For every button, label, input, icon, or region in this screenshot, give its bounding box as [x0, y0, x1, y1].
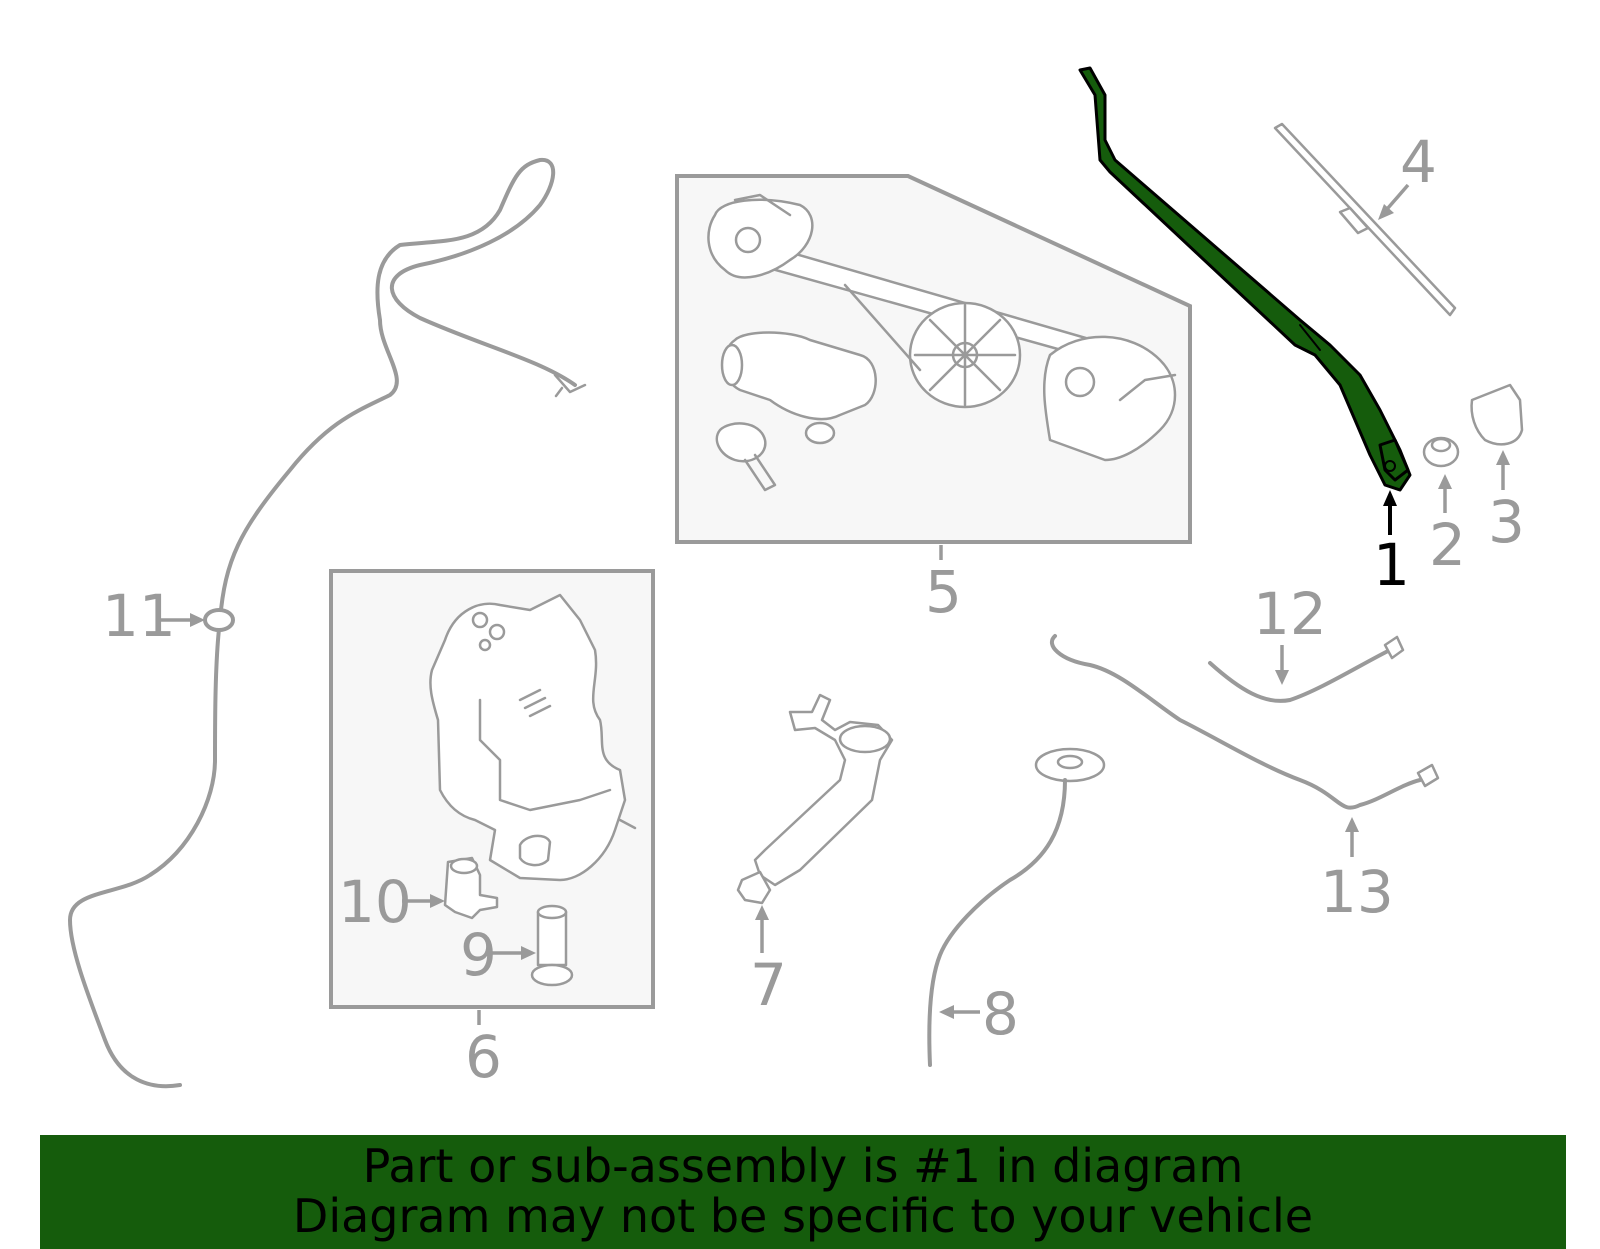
- part-3-cover-cap: [1470, 383, 1524, 446]
- part-1-wiper-arm: [1078, 66, 1412, 492]
- banner-line-2: Diagram may not be specific to your vehi…: [292, 1189, 1314, 1243]
- callout-7: 7: [750, 951, 787, 1019]
- callout-9: 9: [460, 921, 497, 989]
- part-11-washer-hose: [68, 157, 587, 1089]
- callout-1: 1: [1373, 531, 1410, 599]
- part-13-washer-hose: [1049, 634, 1440, 810]
- part-9-grommet: [530, 904, 574, 987]
- callout-6: 6: [465, 1023, 502, 1091]
- part-5-wiper-linkage-assembly: [675, 174, 1192, 544]
- callout-13: 13: [1320, 858, 1394, 926]
- part-4-wiper-blade: [1273, 122, 1457, 317]
- info-banner: Part or sub-assembly is #1 in diagram Di…: [40, 1135, 1566, 1249]
- part-10-washer-pump: [443, 856, 499, 920]
- banner-line-1: Part or sub-assembly is #1 in diagram: [362, 1139, 1244, 1193]
- callout-8: 8: [982, 980, 1019, 1048]
- callout-11: 11: [102, 582, 176, 650]
- callout-12: 12: [1253, 580, 1327, 648]
- part-12-washer-hose: [1208, 635, 1405, 703]
- callout-5: 5: [925, 558, 962, 626]
- callout-10: 10: [338, 868, 412, 936]
- part-8-filler-cap: [927, 747, 1106, 1067]
- callout-2: 2: [1429, 511, 1466, 579]
- part-7-filler-neck: [736, 693, 894, 905]
- part-2-nut: [1422, 436, 1460, 468]
- part-6-washer-reservoir-assembly: [329, 569, 655, 1009]
- callout-3: 3: [1488, 488, 1525, 556]
